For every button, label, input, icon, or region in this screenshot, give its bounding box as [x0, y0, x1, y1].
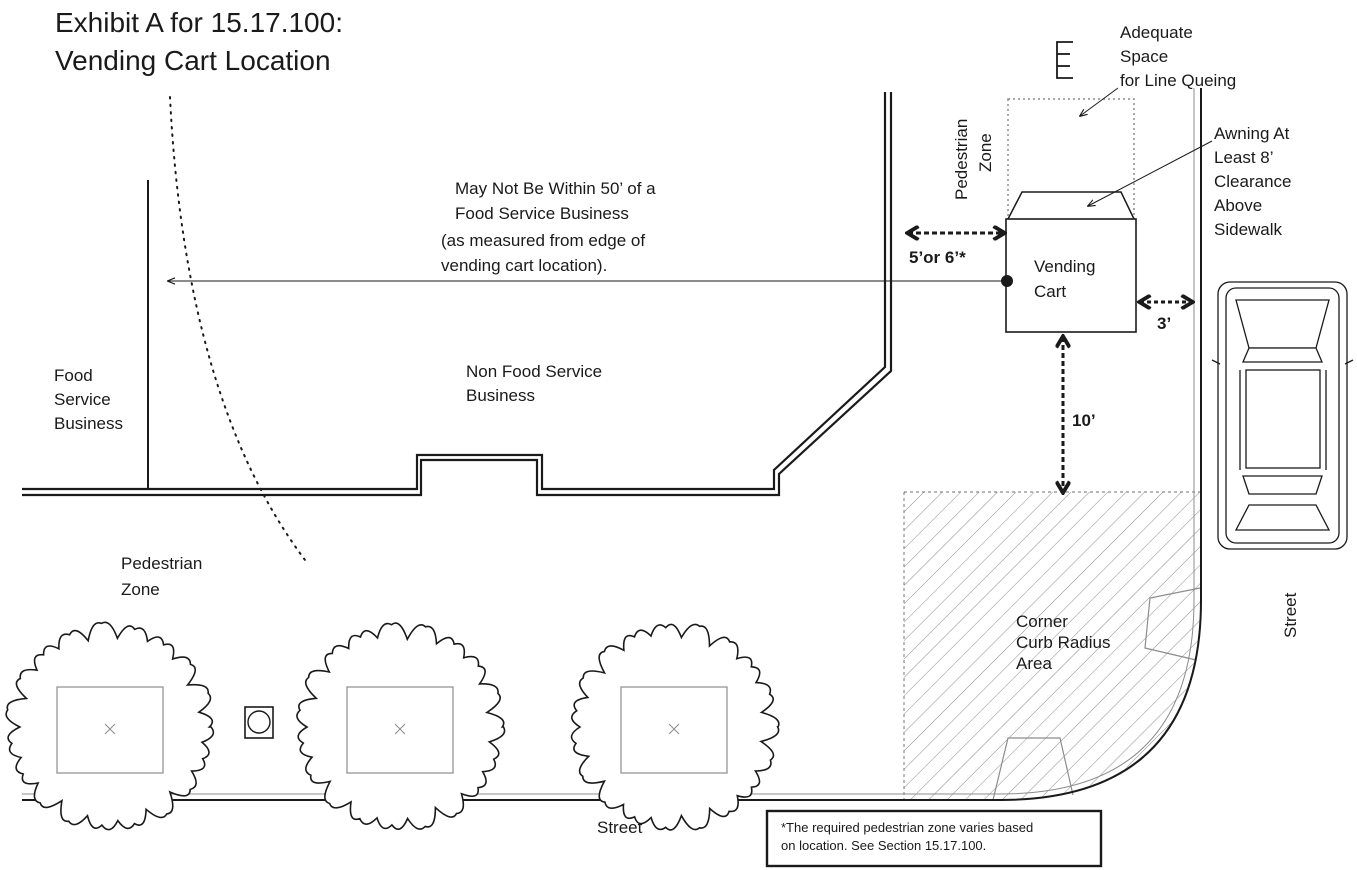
street-label-right: Street: [1281, 592, 1300, 638]
car-icon: [1211, 281, 1354, 550]
fifty-foot-radius-arc: [169, 96, 306, 561]
svg-text:Zone: Zone: [976, 133, 995, 172]
title-line-2: Vending Cart Location: [55, 45, 331, 76]
title-line-1: Exhibit A for 15.17.100:: [55, 7, 343, 38]
svg-text:Clearance: Clearance: [1214, 172, 1292, 191]
side-clearance-label: 3’: [1157, 314, 1171, 333]
svg-text:Area: Area: [1016, 654, 1052, 673]
corner-curb-radius-area: [903, 491, 1201, 801]
svg-text:Zone: Zone: [121, 580, 160, 599]
svg-text:vending cart location).: vending cart location).: [441, 256, 607, 275]
vending-cart-box: [1005, 218, 1137, 333]
svg-text:Adequate: Adequate: [1120, 23, 1193, 42]
tree-trunk-mark: [394, 723, 406, 735]
svg-text:Business: Business: [54, 414, 123, 433]
svg-text:Cart: Cart: [1034, 282, 1066, 301]
front-clearance-label: 10’: [1072, 411, 1096, 430]
street-curb-line: [22, 88, 1202, 801]
non-food-service-business-label: Non Food Service Business: [466, 362, 602, 405]
tree-grate: [620, 686, 728, 774]
svg-text:May Not Be Within 50’ of a: May Not Be Within 50’ of a: [455, 179, 656, 198]
svg-text:Pedestrian: Pedestrian: [952, 119, 971, 200]
food-service-business-label: Food Service Business: [54, 366, 123, 433]
tree-icon: [5, 621, 215, 831]
queue-space-area: [1007, 98, 1135, 220]
queue-label: Adequate Space for Line Queing: [1120, 23, 1236, 90]
fifty-foot-rule-label: May Not Be Within 50’ of a Food Service …: [441, 179, 656, 275]
tree-trunk-mark: [668, 723, 680, 735]
svg-text:Space: Space: [1120, 47, 1168, 66]
svg-text:Vending: Vending: [1034, 257, 1095, 276]
building-outline: [22, 92, 893, 497]
pedestrian-zone-vertical-label: Pedestrian Zone: [952, 119, 995, 200]
svg-text:Curb Radius: Curb Radius: [1016, 633, 1111, 652]
svg-text:Least 8’: Least 8’: [1214, 148, 1274, 167]
svg-text:Awning At: Awning At: [1214, 124, 1290, 143]
tree-trunk-mark: [104, 723, 116, 735]
tree-canopy: [5, 621, 215, 831]
svg-text:*The required pedestrian zone: *The required pedestrian zone varies bas…: [781, 820, 1033, 835]
queue-line-icon: [1056, 41, 1073, 79]
svg-text:on location. See Section 15.17: on location. See Section 15.17.100.: [781, 838, 986, 853]
pedestrian-zone-label: Pedestrian Zone: [121, 554, 202, 599]
svg-text:Food Service Business: Food Service Business: [455, 204, 629, 223]
street-label-bottom: Street: [597, 818, 643, 837]
svg-text:for Line Queing: for Line Queing: [1120, 71, 1236, 90]
tree-grate: [346, 686, 454, 774]
vending-cart-label: Vending Cart: [1034, 257, 1095, 301]
svg-text:Sidewalk: Sidewalk: [1214, 220, 1283, 239]
awning-leader-arrow: [1088, 140, 1213, 206]
cart-edge-point: [1001, 275, 1013, 287]
svg-text:Service: Service: [54, 390, 111, 409]
svg-text:Business: Business: [466, 386, 535, 405]
footnote-box: *The required pedestrian zone varies bas…: [765, 809, 1103, 868]
tree-canopy: [296, 622, 506, 830]
utility-box-icon: [244, 706, 274, 739]
tree-grate: [56, 686, 164, 774]
svg-text:Corner: Corner: [1016, 612, 1068, 631]
queue-leader-arrow: [1080, 87, 1119, 116]
svg-text:Food: Food: [54, 366, 93, 385]
ped-zone-dimension-label: 5’or 6’*: [909, 248, 966, 267]
svg-text:(as measured from edge of: (as measured from edge of: [441, 231, 645, 250]
tree-icon: [296, 622, 506, 830]
svg-text:Non Food Service: Non Food Service: [466, 362, 602, 381]
awning: [1007, 191, 1135, 220]
corner-curb-label: Corner Curb Radius Area: [1016, 612, 1111, 673]
tree-icon: [570, 623, 780, 831]
svg-text:Above: Above: [1214, 196, 1262, 215]
trees-group: [5, 621, 780, 831]
awning-label: Awning At Least 8’ Clearance Above Sidew…: [1214, 124, 1292, 239]
svg-text:Pedestrian: Pedestrian: [121, 554, 202, 573]
